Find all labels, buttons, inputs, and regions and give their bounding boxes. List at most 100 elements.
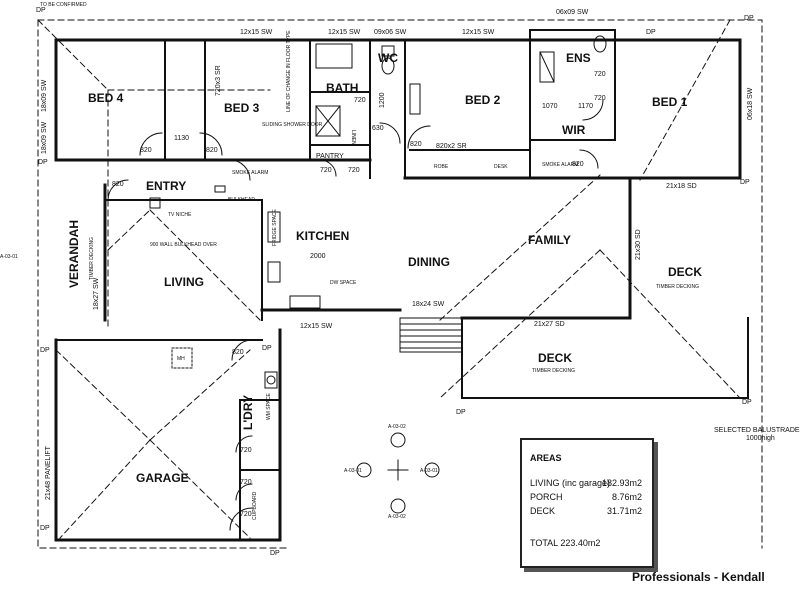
svg-text:06x09 SW: 06x09 SW (556, 9, 589, 16)
svg-text:21x18 SD: 21x18 SD (666, 183, 697, 190)
svg-text:18x09 SW: 18x09 SW (41, 79, 48, 112)
areas-title: AREAS (530, 453, 562, 463)
svg-text:1170: 1170 (578, 103, 593, 110)
room-living: LIVING (164, 275, 204, 289)
svg-text:12x15 SW: 12x15 SW (240, 29, 273, 36)
room-verandah: VERANDAH (67, 220, 81, 288)
external-walls (54, 38, 742, 542)
room-bed2: BED 2 (465, 93, 501, 107)
svg-text:720: 720 (348, 167, 360, 174)
areas-row-label: PORCH (530, 492, 563, 502)
areas-row-value: 182.93m2 (601, 478, 642, 488)
svg-text:1070: 1070 (542, 103, 558, 110)
room-bed3: BED 3 (224, 101, 260, 115)
svg-text:21x27 SD: 21x27 SD (534, 321, 565, 328)
wm-space: WM SPACE (266, 392, 272, 420)
dw-space: DW SPACE (330, 280, 357, 286)
deck-east-sub: TIMBER DECKING (656, 284, 699, 290)
room-linen: LINEN (350, 130, 356, 145)
svg-text:DP: DP (262, 345, 272, 352)
room-robe: ROBE (434, 164, 449, 170)
tv-niche: TV NICHE (168, 212, 192, 218)
areas-row-value: 31.71m2 (606, 506, 642, 516)
room-bath: BATH (326, 81, 358, 95)
room-dining: DINING (408, 255, 450, 269)
areas-table: AREAS LIVING (inc garage) 182.93m2 PORCH… (520, 438, 654, 568)
room-kitchen: KITCHEN (296, 229, 349, 243)
svg-text:1000high: 1000high (746, 435, 775, 442)
areas-row-label: DECK (530, 506, 556, 516)
svg-text:720x3 SR: 720x3 SR (215, 65, 222, 96)
svg-text:21x30 SD: 21x30 SD (635, 229, 642, 260)
room-bed1: BED 1 (652, 95, 688, 109)
svg-text:720: 720 (594, 95, 606, 102)
room-family: FAMILY (528, 233, 571, 247)
svg-text:DP: DP (36, 7, 46, 14)
deck-stair (399, 317, 463, 353)
svg-text:18x27 SW: 18x27 SW (93, 277, 100, 310)
svg-text:820: 820 (232, 349, 244, 356)
svg-text:720: 720 (320, 167, 332, 174)
agency-credit: Professionals - Kendall (632, 570, 765, 584)
deck-edges (461, 317, 749, 399)
areas-row-value: 8.76m2 (611, 492, 642, 502)
svg-text:06x18 SW: 06x18 SW (747, 87, 754, 120)
section-marker (356, 432, 440, 514)
fridge-space: FRIDGE SPACE (272, 208, 278, 246)
door-swings (107, 99, 604, 531)
svg-text:DP: DP (40, 347, 50, 354)
room-wc: WC (378, 51, 398, 65)
svg-text:DP: DP (40, 525, 50, 532)
dimension-labels: 18x09 SW 18x09 SW 12x15 SW 12x15 SW 09x0… (0, 7, 800, 557)
svg-text:720: 720 (594, 71, 606, 78)
svg-text:720: 720 (240, 479, 252, 486)
svg-text:18x09 SW: 18x09 SW (41, 121, 48, 154)
svg-text:720: 720 (240, 447, 252, 454)
svg-text:12x15 SW: 12x15 SW (300, 323, 333, 330)
svg-text:A-03-02: A-03-02 (388, 424, 406, 430)
room-entry: ENTRY (146, 179, 186, 193)
svg-text:820: 820 (206, 147, 218, 154)
internal-walls (55, 29, 616, 541)
svg-text:820x2 SR: 820x2 SR (436, 143, 467, 150)
svg-text:1130: 1130 (174, 135, 189, 142)
svg-text:09x06 SW: 09x06 SW (374, 29, 407, 36)
svg-text:2000: 2000 (310, 253, 326, 260)
svg-text:A-03-01: A-03-01 (420, 468, 438, 474)
areas-row-label: LIVING (inc garage) (530, 478, 611, 488)
svg-text:DP: DP (270, 550, 280, 557)
svg-text:DP: DP (38, 159, 48, 166)
svg-text:DP: DP (740, 179, 750, 186)
svg-text:18x24 SW: 18x24 SW (412, 301, 445, 308)
fixtures (149, 35, 607, 389)
svg-text:820: 820 (572, 161, 584, 168)
svg-text:DP: DP (744, 15, 754, 22)
svg-text:A-03-01: A-03-01 (344, 468, 362, 474)
room-deck-south: DECK (538, 351, 572, 365)
roof-outline (37, 19, 763, 549)
line-change-note: LINE OF CHANGE IN FLOOR TYPE (286, 30, 292, 112)
room-laundry: L'DRY (241, 395, 255, 430)
svg-text:820: 820 (112, 181, 124, 188)
header-note: TO BE CONFIRMED (40, 2, 87, 8)
svg-text:720: 720 (354, 97, 366, 104)
svg-text:DP: DP (646, 29, 656, 36)
room-pantry: PANTRY (316, 153, 344, 160)
svg-text:A-03-01: A-03-01 (0, 254, 18, 260)
areas-total: TOTAL 223.40m2 (530, 538, 601, 548)
svg-text:820: 820 (410, 141, 422, 148)
sliding-door-note: SLIDING SHOWER DOOR (262, 122, 323, 128)
room-wir: WIR (562, 123, 586, 137)
svg-text:820: 820 (140, 147, 152, 154)
svg-text:A-03-02: A-03-02 (388, 514, 406, 520)
svg-text:720: 720 (240, 511, 252, 518)
svg-text:12x15 SW: 12x15 SW (462, 29, 495, 36)
room-garage: GARAGE (136, 471, 189, 485)
deck-south-sub: TIMBER DECKING (532, 368, 575, 374)
svg-text:21x48 PANELIFT: 21x48 PANELIFT (45, 445, 52, 500)
svg-text:630: 630 (372, 125, 384, 132)
room-ens: ENS (566, 51, 591, 65)
room-desk: DESK (494, 164, 508, 170)
svg-text:SELECTED BALUSTRADE: SELECTED BALUSTRADE (714, 427, 800, 434)
